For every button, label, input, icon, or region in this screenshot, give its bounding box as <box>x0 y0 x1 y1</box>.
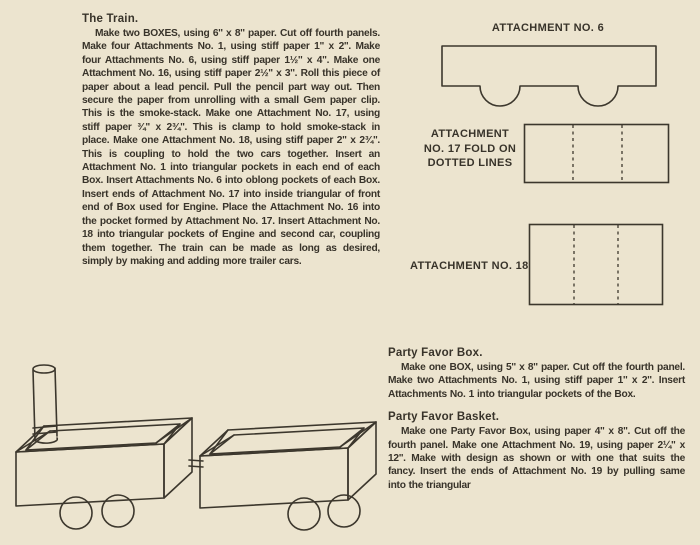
train-section-body: Make two BOXES, using 6'' x 8'' paper. C… <box>82 28 380 267</box>
attachment-6-diagram <box>441 45 657 107</box>
attachment-17-label: ATTACHMENT NO. 17 FOLD ON DOTTED LINES <box>417 127 523 171</box>
wheel <box>287 497 321 531</box>
party-favor-sections: Party Favor Box. Make one BOX, using 5''… <box>388 347 685 492</box>
attachment-17-label-line: ATTACHMENT <box>430 128 510 140</box>
attachment-17-label-line: DOTTED LINES <box>427 157 513 169</box>
attachment-17-label-line: NO. 17 FOLD ON <box>423 142 517 155</box>
attachment-18-diagram <box>528 223 664 306</box>
coupling <box>188 459 204 468</box>
party-favor-basket-title: Party Favor Basket. <box>388 411 500 424</box>
train-section: The Train. Make two BOXES, using 6'' x 8… <box>82 13 380 268</box>
train-section-title: The Train. <box>82 13 139 25</box>
party-favor-box-title: Party Favor Box. <box>388 347 483 359</box>
attachment-17-diagram <box>523 123 670 184</box>
smokestack <box>32 364 59 444</box>
attachment-6-label: ATTACHMENT NO. 6 <box>491 22 605 34</box>
engine-box <box>15 417 193 530</box>
wheel <box>101 494 135 528</box>
party-favor-box-body: Make one BOX, using 5'' x 8'' paper. Cut… <box>388 362 685 400</box>
wheel <box>327 494 361 528</box>
train-drawing <box>15 364 377 531</box>
wheel <box>59 496 93 530</box>
attachment-18-label: ATTACHMENT NO. 18 <box>410 260 529 272</box>
trailer-box <box>199 421 377 531</box>
party-favor-basket-body: Make one Party Favor Box, using paper 4'… <box>388 426 685 491</box>
